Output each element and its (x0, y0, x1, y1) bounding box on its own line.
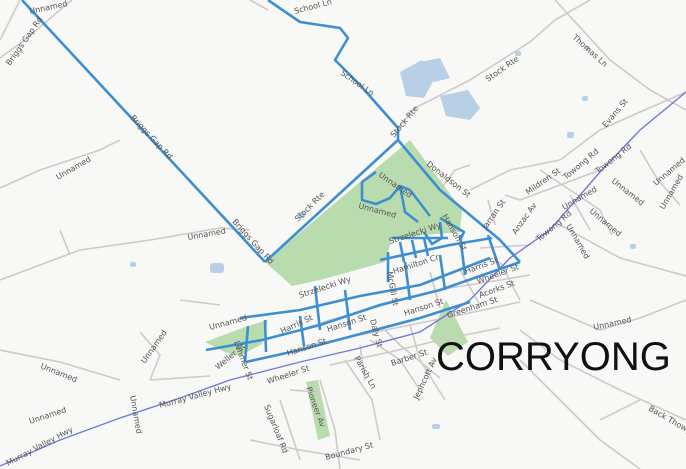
label-briggs-gap-rd-1: Briggs Gap Rd (4, 15, 44, 67)
highway (0, 91, 686, 467)
label-briggs-gap-rd-3: Briggs Gap Rd (231, 217, 276, 266)
label-school-ln-1: School Ln (293, 0, 333, 16)
water-dam-8 (630, 244, 636, 249)
water-dam-6 (130, 262, 136, 267)
label-unnamed-w2: Unnamed (187, 226, 227, 242)
parks (205, 140, 468, 440)
label-unnamed-w4: Unnamed (139, 328, 169, 365)
label-school-ln-2: School Ln (339, 68, 376, 98)
label-evans-st: Evans St (601, 97, 630, 129)
label-wheeler-st-2: Wheeler St (266, 364, 311, 386)
water-dam-11 (582, 96, 588, 101)
label-unnamed-w5: Unnamed (39, 362, 78, 385)
label-unnamed-nw: Unnamed (29, 0, 69, 16)
water-dam-3 (440, 90, 480, 120)
water-dam-9 (515, 51, 521, 56)
water-dam-2 (420, 58, 450, 82)
label-briggs-gap-rd-2: Briggs Gap Rd (129, 113, 175, 161)
water-dam-12 (432, 424, 440, 429)
highlighted-route[interactable] (21, 0, 521, 364)
label-unnamed-e4: Unnamed (588, 207, 623, 239)
water-dam-7 (567, 132, 574, 138)
label-parish-ln: Parish Ln (352, 355, 378, 391)
label-unnamed-se: Unnamed (593, 315, 633, 332)
park-strip (306, 380, 330, 440)
water-dam-10 (585, 46, 590, 51)
water-dam-4 (210, 263, 224, 273)
label-hanson-st-4: Hanson St (286, 337, 328, 358)
label-unnamed-e5: Unnamed (564, 223, 591, 261)
water-bodies (130, 46, 636, 429)
town-name: CORRYONG (436, 335, 671, 379)
park-south (430, 300, 468, 356)
label-towong-rd-2: Towong Rd (593, 142, 633, 176)
label-unnamed-sw: Unnamed (28, 405, 68, 426)
park-main (265, 140, 462, 286)
label-murray-valley-hwy-2: Murray Valley Hwy (5, 425, 75, 468)
label-mcgill-st: McGill St (385, 271, 400, 307)
label-sugarloaf-rd: Sugarloaf Rd (262, 403, 290, 454)
label-anzac-av: Anzac Av (510, 201, 538, 236)
label-jarran-st: Jarran St (480, 198, 508, 232)
label-jephcott-av: Jephcott Av (411, 356, 439, 402)
label-murray-valley-hwy-1: Murray Valley Hwy (158, 382, 232, 410)
label-harris-st-2: Harris St (279, 313, 314, 336)
label-back-thowgla: Back Thowgla (647, 404, 686, 440)
water-dam-5 (297, 212, 305, 218)
label-unnamed-e1: Unnamed (610, 176, 646, 207)
